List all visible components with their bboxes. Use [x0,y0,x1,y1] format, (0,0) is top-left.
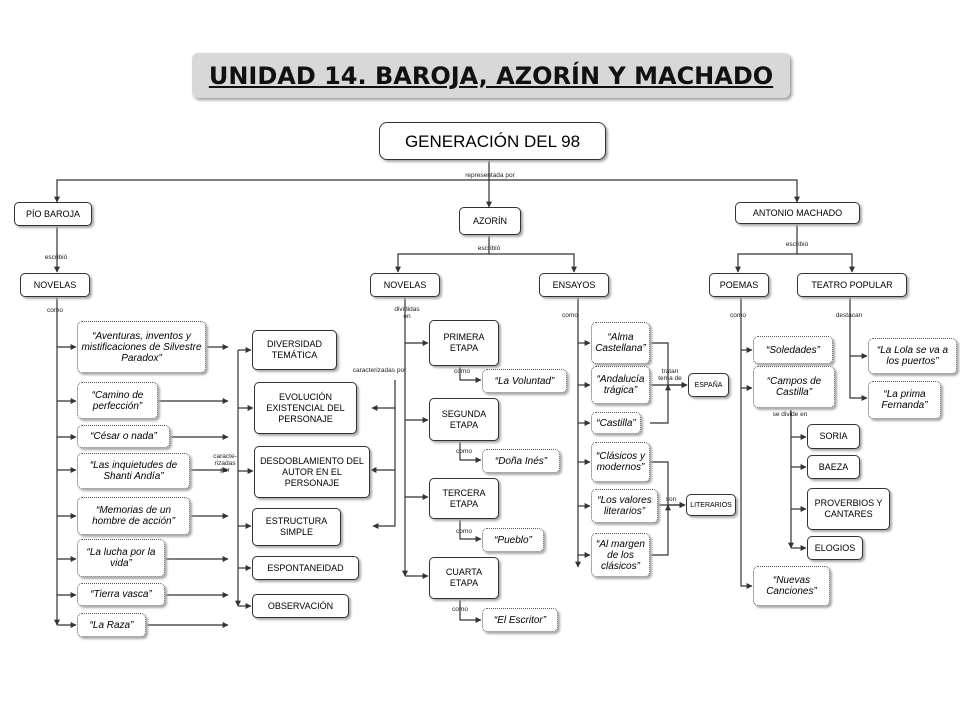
machado-poem: “Nuevas Canciones” [753,566,830,606]
link-label-are: son [665,496,677,503]
baroja-novels: NOVELAS [20,273,90,297]
title-banner: UNIDAD 14. BAROJA, AZORÍN Y MACHADO [192,53,790,98]
link-label-stand-out: destacan [835,312,863,319]
azorin-essay: “Al margen de los clásicos” [591,533,650,577]
baroja-trait: DESDOBLAMIENTO DEL AUTOR EN EL PERSONAJE [254,446,370,498]
castilla-part: PROVERBIOS Y CANTARES [807,488,890,530]
link-label-as-essays: como [562,312,578,319]
link-label-characterized-baroja: caracte- rizadas por [213,453,237,474]
azorin-stage: PRIMERA ETAPA [429,320,499,366]
azorin-stage: TERCERA ETAPA [429,478,499,519]
link-label-as-stage1: como [454,368,470,375]
author-azorin: AZORÍN [459,207,521,235]
machado-theatre-work: “La prima Fernanda” [868,381,941,419]
azorin-essay: “Andalucía trágica” [591,366,650,404]
machado-poem: “Campos de Castilla” [753,366,835,408]
azorin-novel-work: “Pueblo” [482,528,544,552]
link-label-as-baroja: como [47,307,63,314]
link-label-treat-theme: tratan tema de [658,368,682,382]
azorin-stage: CUARTA ETAPA [429,557,499,599]
baroja-trait: EVOLUCIÓN EXISTENCIAL DEL PERSONAJE [254,382,357,434]
author-baroja: PÍO BAROJA [14,202,92,226]
baroja-trait: DIVERSIDAD TEMÁTICA [252,330,337,370]
baroja-work: “La Raza” [77,613,146,637]
azorin-stage: SEGUNDA ETAPA [429,398,499,441]
baroja-trait: ESTRUCTURA SIMPLE [252,508,341,546]
castilla-part: ELOGIOS [807,536,863,560]
link-label-is-divided-in: se divide en [772,411,808,418]
azorin-essay: “Clásicos y modernos” [591,442,650,482]
azorin-novels: NOVELAS [370,273,440,297]
link-label-as-stage4: como [452,606,468,613]
azorin-theme-literary: LITERARIOS [686,494,736,516]
link-label-characterized-azorin: caracterizadas por [352,367,407,374]
link-label-divided-in: divididas en [394,306,420,320]
baroja-trait: OBSERVACIÓN [252,594,349,618]
link-label-represented-by: representada por [465,172,515,179]
baroja-work: “Aventuras, inventos y mistificaciones d… [77,321,206,373]
link-label-as-stage3: como [456,528,472,535]
azorin-essay: “Castilla” [591,412,641,434]
page-title: UNIDAD 14. BAROJA, AZORÍN Y MACHADO [208,61,774,90]
baroja-work: “La lucha por la vida” [77,539,165,577]
castilla-part: BAEZA [807,455,860,479]
baroja-work: “Las inquietudes de Shanti Andía” [77,453,190,489]
link-label-wrote-azorin: escribió [477,245,501,252]
baroja-work: “Tierra vasca” [77,583,165,606]
castilla-part: SORIA [807,424,860,449]
root-node: GENERACIÓN DEL 98 [379,122,606,160]
link-label-as-stage2: como [456,448,472,455]
machado-theatre-work: “La Lola se va a los puertos” [868,338,957,374]
machado-poem: “Soledades” [753,336,833,364]
author-machado: ANTONIO MACHADO [735,202,860,224]
azorin-novel-work: “Doña Inés” [482,449,560,473]
link-label-as-poems: como [730,312,746,319]
azorin-theme-spain: ESPAÑA [688,373,729,397]
baroja-trait: ESPONTANEIDAD [252,556,359,580]
azorin-essay: “Alma Castellana” [591,322,650,364]
machado-poems: POEMAS [709,273,769,297]
baroja-work: “Memorias de un hombre de acción” [77,497,190,535]
baroja-work: “Camino de perfección” [77,382,158,419]
link-label-wrote-baroja: escribió [44,254,68,261]
azorin-novel-work: “El Escritor” [482,608,558,632]
azorin-essays: ENSAYOS [539,273,609,297]
link-label-wrote-machado: escribió [785,241,809,248]
azorin-essay: “Los valores literarios” [591,489,658,523]
azorin-novel-work: “La Voluntad” [482,369,567,393]
baroja-work: “César o nada” [77,425,170,448]
machado-theatre: TEATRO POPULAR [797,273,907,297]
